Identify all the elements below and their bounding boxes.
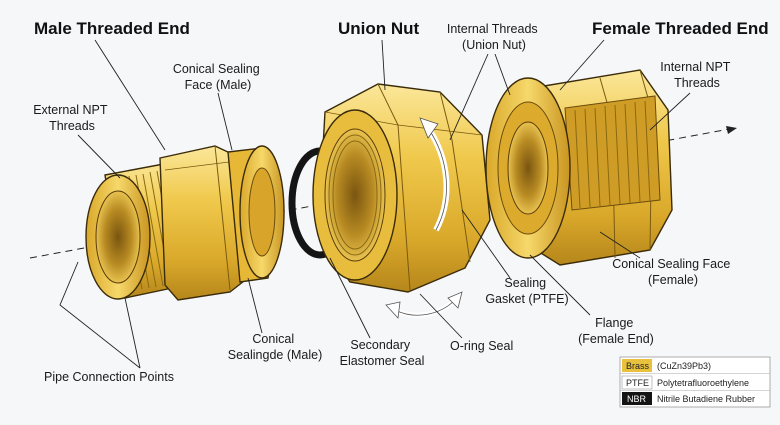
legend-key-brass: Brass [626, 361, 650, 371]
label-secondary-elastomer-seal: Secondary Elastomer Seal [340, 338, 425, 368]
legend-key-nbr: NBR [627, 394, 647, 404]
legend-desc-brass: (CuZn39Pb3) [657, 361, 711, 371]
title-union-nut: Union Nut [338, 19, 420, 38]
material-legend: Brass (CuZn39Pb3) PTFE Polytetrafluoroet… [619, 356, 771, 408]
rotation-double-arrow [385, 291, 463, 319]
label-conical-face-female: Conical Sealing Face (Female) [612, 257, 734, 287]
female-threaded-end [485, 69, 673, 266]
axis-arrowhead [726, 126, 737, 134]
male-threaded-end [85, 145, 285, 301]
label-o-ring-seal: O-ring Seal [450, 339, 513, 353]
legend-swatch-brass [622, 359, 652, 372]
legend-desc-ptfe: Polytetrafluoroethylene [657, 378, 749, 388]
title-male-threaded-end: Male Threaded End [34, 19, 190, 38]
label-internal-npt-threads: Internal NPT Threads [660, 60, 733, 90]
legend-swatch-ptfe [621, 375, 653, 390]
label-pipe-connection-points: Pipe Connection Points [44, 370, 174, 384]
label-sealing-gasket: Sealing Gasket (PTFE) [485, 276, 568, 306]
label-internal-threads-nut: Internal Threads (Union Nut) [447, 22, 541, 52]
leader-lines [59, 39, 691, 369]
legend-desc-nbr: Nitrile Butadiene Rubber [657, 394, 755, 404]
legend-key-ptfe: PTFE [626, 378, 649, 388]
label-flange-female-end: Flange (Female End) [578, 316, 654, 346]
label-conical-face-male: Conical Sealing Face (Male) [173, 62, 263, 92]
label-conical-sealing-male-bottom: Conical Sealingde (Male) [228, 332, 323, 362]
union-nut [312, 83, 491, 293]
label-external-npt-threads: External NPT Threads [33, 103, 111, 133]
title-female-threaded-end: Female Threaded End [592, 19, 769, 38]
legend-swatch-nbr [622, 392, 652, 405]
